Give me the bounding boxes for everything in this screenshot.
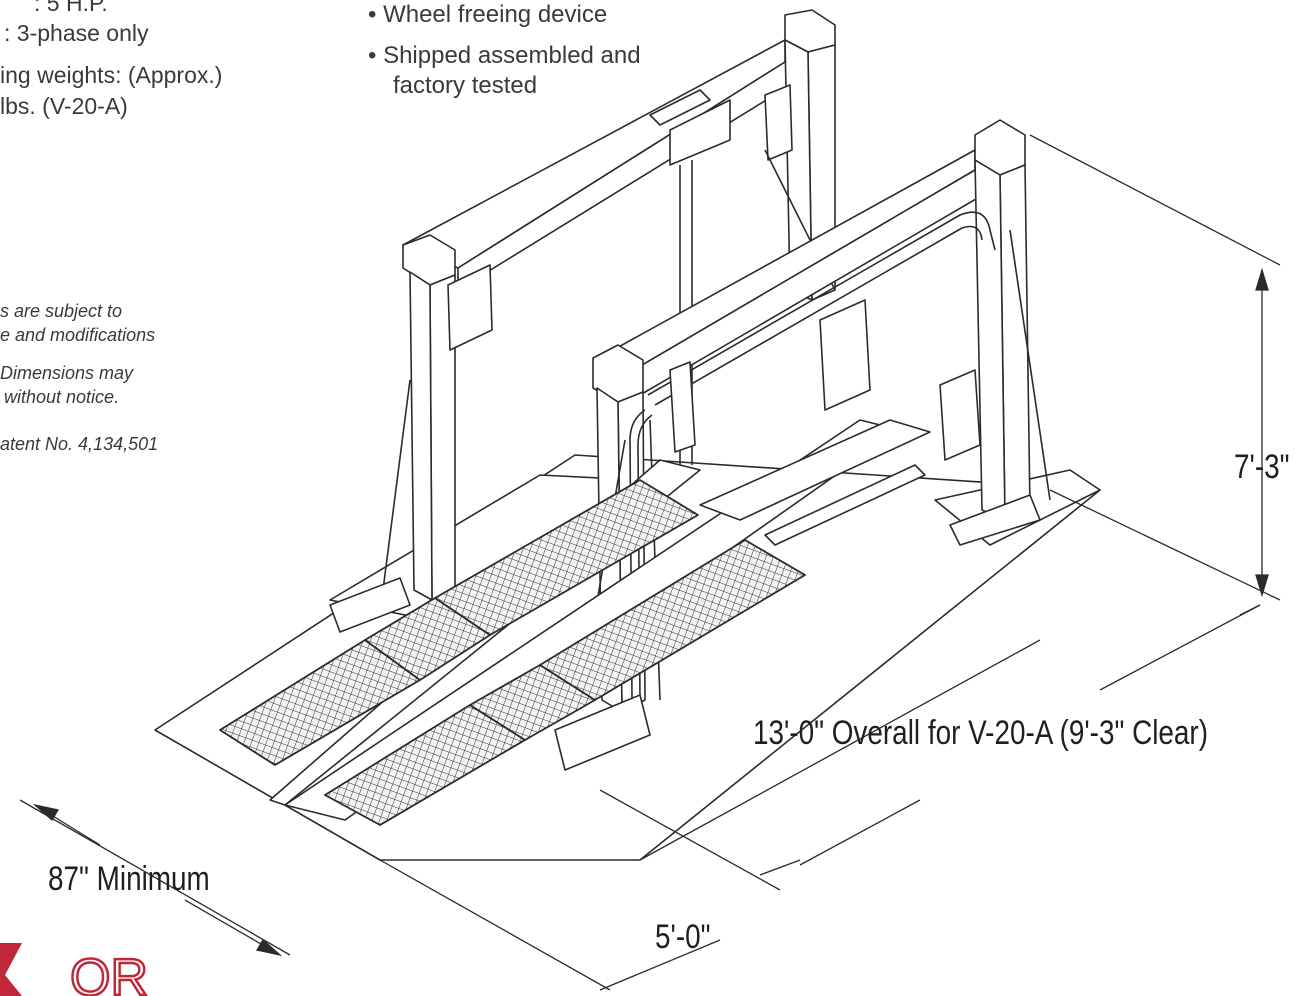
note-line-2: e and modifications xyxy=(0,325,156,345)
dimension-minimum-label: 87" Minimum xyxy=(48,860,210,898)
dimension-lines xyxy=(19,134,1281,991)
spec-weights-value: lbs. (V-20-A) xyxy=(0,93,128,119)
back-frame xyxy=(382,9,836,601)
brand-logo: OR xyxy=(0,943,149,996)
dimension-height-label: 7'-3" xyxy=(1234,448,1290,486)
logo-mark-icon xyxy=(0,943,22,996)
logo-text: OR xyxy=(70,949,148,996)
feature-item-2-label: Shipped assembled and xyxy=(383,42,641,69)
feature-item-2: • Shipped assembled and xyxy=(368,41,641,71)
bullet-icon: • xyxy=(368,42,377,69)
spec-motor: : 5 H.P. xyxy=(34,0,108,16)
spec-weights-title: ing weights: (Approx.) xyxy=(0,62,223,88)
bullet-icon: • xyxy=(368,1,377,28)
feature-item-2-cont: factory tested xyxy=(393,72,538,99)
note-line-1: s are subject to xyxy=(0,301,123,321)
note-line-3: Dimensions may xyxy=(0,363,134,383)
dimension-overall-label: 13'-0" Overall for V-20-A (9'-3" Clear) xyxy=(753,714,1208,752)
mesh-plates xyxy=(219,479,806,826)
feature-item-1-label: Wheel freeing device xyxy=(383,1,608,28)
note-line-4: without notice. xyxy=(4,387,120,407)
spec-power: : 3-phase only xyxy=(4,20,149,46)
note-line-5: atent No. 4,134,501 xyxy=(0,434,159,454)
dimension-width-label: 5'-0" xyxy=(655,918,711,956)
feature-item-1: • Wheel freeing device xyxy=(368,0,607,30)
